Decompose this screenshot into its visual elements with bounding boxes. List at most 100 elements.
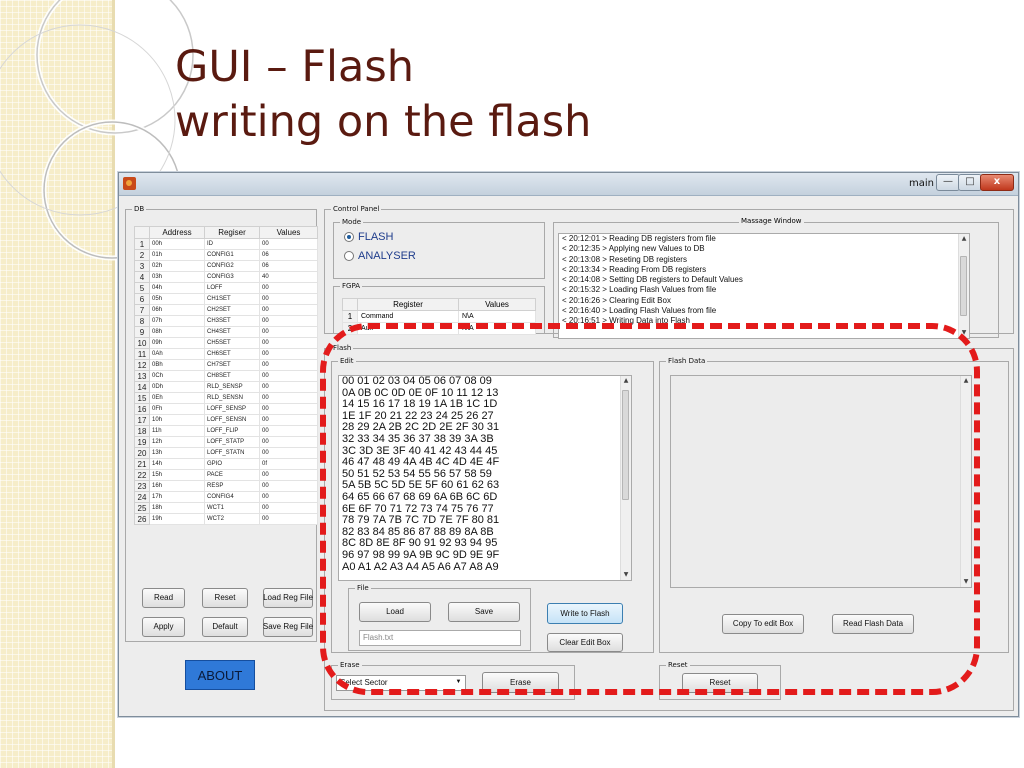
value-cell[interactable]: 06	[259, 260, 318, 272]
register-cell[interactable]: CH6SET	[204, 348, 260, 360]
register-cell[interactable]: LOFF_STATP	[204, 436, 260, 448]
read-button[interactable]: Read	[142, 588, 185, 608]
copy-to-edit-box-button[interactable]: Copy To edit Box	[722, 614, 804, 634]
fgpa-col-values[interactable]: Values	[458, 298, 536, 311]
register-cell[interactable]: WCT2	[204, 513, 260, 525]
message-scrollbar[interactable]: ▲ ▼	[958, 234, 969, 338]
table-row[interactable]: 1 Command N\A	[342, 310, 536, 323]
register-cell[interactable]: LOFF_SENSN	[204, 414, 260, 426]
apply-button[interactable]: Apply	[142, 617, 185, 637]
address-cell[interactable]: 05h	[149, 293, 205, 305]
scroll-up-icon[interactable]: ▲	[963, 377, 969, 384]
register-cell[interactable]: CH5SET	[204, 337, 260, 349]
default-button[interactable]: Default	[202, 617, 248, 637]
select-sector-dropdown[interactable]: Select Sector ▼	[336, 675, 466, 691]
address-cell[interactable]: 17h	[149, 491, 205, 503]
address-cell[interactable]: 16h	[149, 480, 205, 492]
register-cell[interactable]: RESP	[204, 480, 260, 492]
fgpa-value-cell[interactable]: N\A	[458, 310, 536, 323]
window-titlebar[interactable]: main — □ x	[119, 173, 1018, 196]
address-cell[interactable]: 12h	[149, 436, 205, 448]
value-cell[interactable]: 00	[259, 403, 318, 415]
address-cell[interactable]: 10h	[149, 414, 205, 426]
address-cell[interactable]: 08h	[149, 326, 205, 338]
reset-db-button[interactable]: Reset	[202, 588, 248, 608]
address-cell[interactable]: 15h	[149, 469, 205, 481]
register-cell[interactable]: ID	[204, 238, 260, 250]
address-cell[interactable]: 0Eh	[149, 392, 205, 404]
about-button[interactable]: ABOUT	[185, 660, 255, 690]
register-cell[interactable]: WCT1	[204, 502, 260, 514]
value-cell[interactable]: 00	[259, 315, 318, 327]
address-cell[interactable]: 09h	[149, 337, 205, 349]
value-cell[interactable]: 00	[259, 469, 318, 481]
register-cell[interactable]: GPIO	[204, 458, 260, 470]
address-cell[interactable]: 14h	[149, 458, 205, 470]
write-to-flash-button[interactable]: Write to Flash	[547, 603, 623, 624]
address-cell[interactable]: 07h	[149, 315, 205, 327]
register-cell[interactable]: CONFIG3	[204, 271, 260, 283]
load-file-button[interactable]: Load	[359, 602, 431, 622]
register-cell[interactable]: CH7SET	[204, 359, 260, 371]
address-cell[interactable]: 0Dh	[149, 381, 205, 393]
db-col-address[interactable]: Address	[149, 226, 205, 239]
value-cell[interactable]: 00	[259, 304, 318, 316]
mode-radio-analyser[interactable]: ANALYSER	[344, 250, 416, 262]
address-cell[interactable]: 19h	[149, 513, 205, 525]
value-cell[interactable]: 00	[259, 502, 318, 514]
value-cell[interactable]: 00	[259, 282, 318, 294]
fgpa-col-register[interactable]: Register	[357, 298, 459, 311]
address-cell[interactable]: 06h	[149, 304, 205, 316]
fgpa-register-cell[interactable]: Aux	[357, 322, 459, 335]
address-cell[interactable]: 0Ch	[149, 370, 205, 382]
address-cell[interactable]: 01h	[149, 249, 205, 261]
register-cell[interactable]: CH4SET	[204, 326, 260, 338]
address-cell[interactable]: 13h	[149, 447, 205, 459]
address-cell[interactable]: 00h	[149, 238, 205, 250]
save-reg-file-button[interactable]: Save Reg File	[263, 617, 313, 637]
address-cell[interactable]: 18h	[149, 502, 205, 514]
value-cell[interactable]: 06	[259, 249, 318, 261]
address-cell[interactable]: 0Ah	[149, 348, 205, 360]
scroll-up-icon[interactable]: ▲	[961, 235, 967, 242]
register-cell[interactable]: PACE	[204, 469, 260, 481]
value-cell[interactable]: 00	[259, 238, 318, 250]
save-file-button[interactable]: Save	[448, 602, 520, 622]
address-cell[interactable]: 0Bh	[149, 359, 205, 371]
register-cell[interactable]: LOFF	[204, 282, 260, 294]
value-cell[interactable]: 00	[259, 447, 318, 459]
register-cell[interactable]: CONFIG4	[204, 491, 260, 503]
flash-data-scrollbar[interactable]: ▲ ▼	[960, 376, 971, 587]
register-cell[interactable]: CH3SET	[204, 315, 260, 327]
value-cell[interactable]: 0f	[259, 458, 318, 470]
edit-scrollbar[interactable]: ▲ ▼	[620, 376, 631, 580]
address-cell[interactable]: 0Fh	[149, 403, 205, 415]
value-cell[interactable]: 00	[259, 370, 318, 382]
register-cell[interactable]: RLD_SENSN	[204, 392, 260, 404]
erase-button[interactable]: Erase	[482, 672, 559, 693]
register-cell[interactable]: RLD_SENSP	[204, 381, 260, 393]
register-cell[interactable]: CH1SET	[204, 293, 260, 305]
value-cell[interactable]: 00	[259, 293, 318, 305]
scroll-down-icon[interactable]: ▼	[963, 578, 969, 585]
